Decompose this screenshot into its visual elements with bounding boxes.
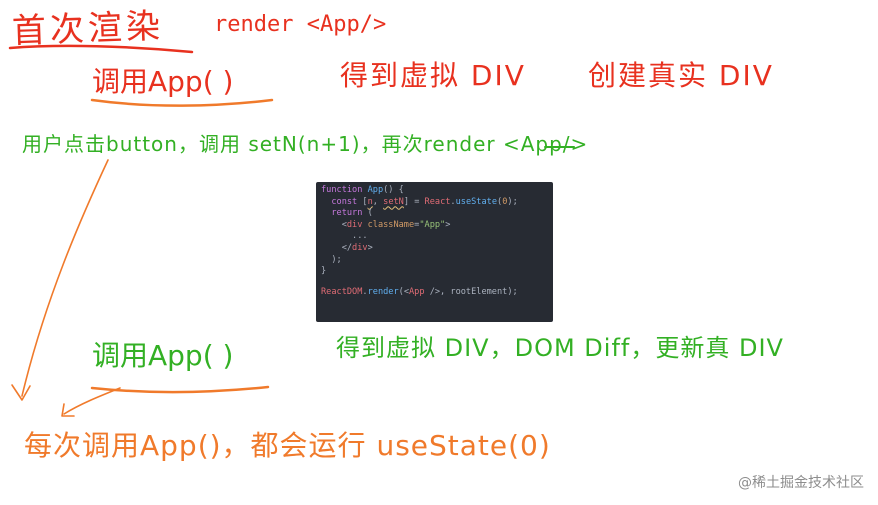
underline-call-app-1 <box>90 98 274 107</box>
code-line-2: const [n, setN] = React.useState(0); <box>331 196 518 207</box>
code-line-1: function App() { <box>321 185 404 195</box>
arrowhead-long <box>11 384 31 401</box>
code-line-4: <div className="App"> <box>321 219 451 230</box>
call-app-second: 调用App( ) <box>92 339 234 372</box>
watermark: @稀土掘金技术社区 <box>738 475 864 491</box>
call-app-first: 调用App( ) <box>92 65 234 98</box>
every-call-usestate: 每次调用App()，都会运行 useState(0) <box>24 429 551 462</box>
code-snippet: function App() { const [n, setN] = React… <box>316 182 553 322</box>
create-real-div: 创建真实 DIV <box>588 59 774 92</box>
arrowhead-short <box>61 403 75 417</box>
get-virtual-div-second: 得到虚拟 DIV，DOM Diff，更新真 DIV <box>336 334 784 362</box>
code-line-9 <box>321 278 548 287</box>
first-render-title: 首次渲染 <box>11 6 165 52</box>
get-virtual-div-first: 得到虚拟 DIV <box>340 59 526 92</box>
code-line-3: return ( <box>331 208 373 219</box>
user-click-note: 用户点击button，调用 setN(n+1)，再次render <App/> <box>22 132 589 156</box>
code-line-8: } <box>321 266 327 277</box>
code-line-7: ); <box>321 254 342 265</box>
code-line-5: ... <box>321 231 368 242</box>
code-line-10: ReactDOM.render(<App />, rootElement); <box>321 286 518 297</box>
underline-call-app-2 <box>90 385 270 394</box>
code-line-6: </div> <box>321 242 373 253</box>
first-render-code: render <App/> <box>214 12 387 37</box>
arrow-short-orange <box>63 387 121 415</box>
